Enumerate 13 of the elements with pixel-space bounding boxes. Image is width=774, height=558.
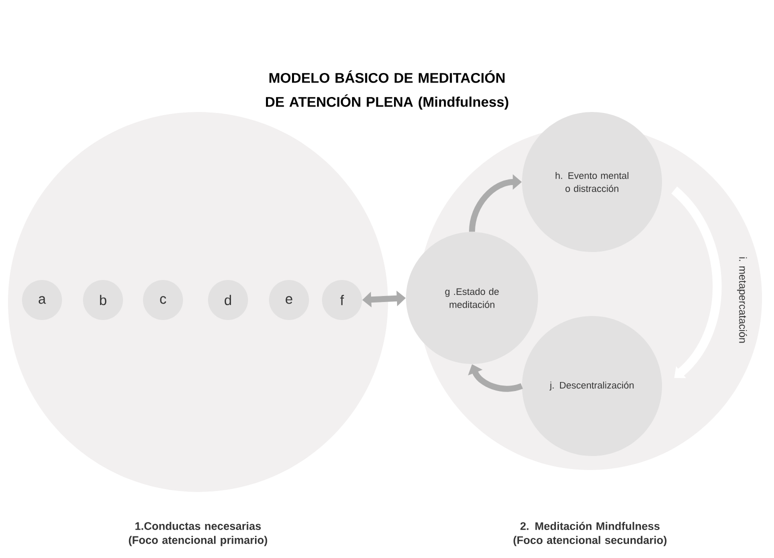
- circle-node: a: [22, 280, 62, 320]
- title: MODELO BÁSICO DE MEDITACIÓN DE ATENCIÓN PLENA (Mindfulness): [266, 70, 508, 110]
- circle-node: h. Evento mental o distracción: [522, 112, 662, 252]
- circle-node: g .Estado de meditación: [406, 232, 538, 364]
- circle-node: j. Descentralización: [522, 316, 662, 456]
- node-label: 1.Conductas necesarias (Foco atencional primario): [128, 522, 268, 546]
- circle-node: e: [269, 280, 309, 320]
- circle-node: f: [322, 280, 362, 320]
- circle-node: b: [83, 280, 123, 320]
- edge-label: i. metapercatación: [737, 257, 747, 343]
- circle-node: d: [208, 280, 248, 320]
- circle-node: c: [143, 280, 183, 320]
- node-label: 2. Meditación Mindfulness (Foco atencional secundario): [514, 522, 666, 546]
